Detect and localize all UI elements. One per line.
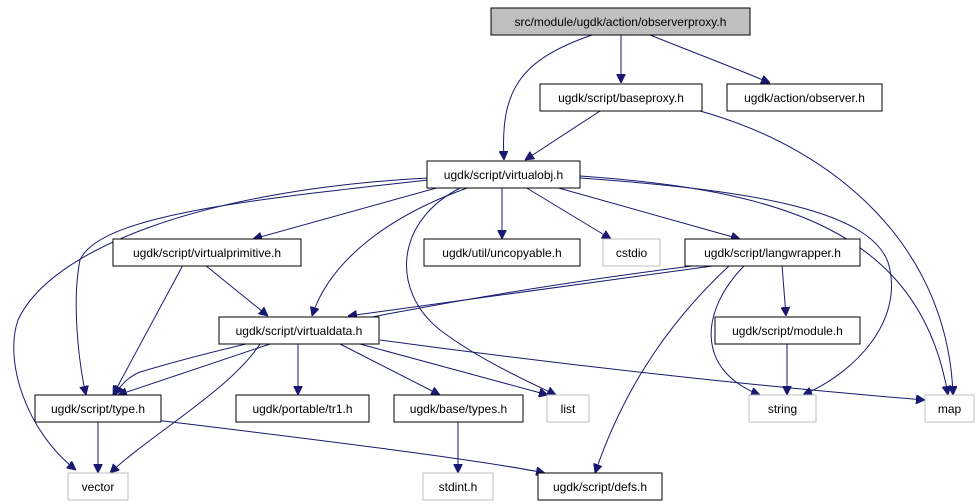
node-virtualprimitive[interactable]: ugdk/script/virtualprimitive.h: [112, 238, 302, 267]
node-label-virtualobj: ugdk/script/virtualobj.h: [444, 168, 563, 182]
edge-langwrapper-defs: [595, 264, 731, 473]
node-label-stdint: stdint.h: [439, 480, 478, 494]
node-cstdio[interactable]: cstdio: [602, 238, 661, 267]
node-label-langwrapper: ugdk/script/langwrapper.h: [704, 246, 841, 260]
node-types[interactable]: ugdk/base/types.h: [393, 394, 524, 423]
node-type[interactable]: ugdk/script/type.h: [34, 394, 162, 423]
node-list[interactable]: list: [546, 394, 590, 423]
edge-langwrapper-type: [115, 264, 701, 395]
edges: [13, 34, 953, 473]
node-label-module: ugdk/script/module.h: [732, 324, 843, 338]
edge-type-defs: [154, 419, 545, 473]
node-label-virtualprimitive: ugdk/script/virtualprimitive.h: [133, 246, 281, 260]
edge-virtualobj-type: [75, 179, 429, 395]
edge-virtualobj-langwrapper: [554, 186, 740, 239]
node-langwrapper[interactable]: ugdk/script/langwrapper.h: [684, 238, 861, 267]
edge-virtualdata-vector: [110, 343, 261, 473]
node-label-vector: vector: [82, 480, 115, 494]
node-string[interactable]: string: [748, 394, 817, 423]
node-module[interactable]: ugdk/script/module.h: [714, 316, 861, 345]
node-label-map: map: [938, 402, 962, 416]
edge-virtualdata-map: [379, 339, 925, 400]
edge-virtualdata-list: [359, 343, 548, 395]
node-label-virtualdata: ugdk/script/virtualdata.h: [236, 324, 363, 338]
node-label-list: list: [561, 402, 576, 416]
node-virtualdata[interactable]: ugdk/script/virtualdata.h: [218, 316, 380, 345]
node-label-defs: ugdk/script/defs.h: [553, 480, 647, 494]
edge-virtualprimitive-virtualdata: [204, 264, 268, 316]
edge-baseproxy-virtualobj: [525, 110, 601, 160]
node-virtualobj[interactable]: ugdk/script/virtualobj.h: [426, 160, 581, 189]
node-label-cstdio: cstdio: [616, 246, 648, 260]
edge-langwrapper-virtualdata: [348, 264, 721, 316]
nodes: src/module/ugdk/action/observerproxy.h u…: [34, 7, 975, 501]
node-tr1[interactable]: ugdk/portable/tr1.h: [235, 394, 370, 423]
edge-langwrapper-string: [710, 264, 760, 395]
edge-langwrapper-module: [782, 264, 786, 316]
edge-virtualobj-list: [406, 186, 556, 395]
node-map[interactable]: map: [924, 394, 975, 423]
edge-virtualobj-string: [579, 177, 892, 395]
node-label-type: ugdk/script/type.h: [51, 402, 145, 416]
edge-virtualprimitive-type: [113, 264, 184, 395]
edge-observerproxy-observer: [649, 34, 770, 83]
edge-virtualobj-virtualprimitive: [253, 186, 441, 239]
node-stdint[interactable]: stdint.h: [422, 472, 494, 501]
node-observerproxy[interactable]: src/module/ugdk/action/observerproxy.h: [490, 7, 751, 36]
node-label-observerproxy: src/module/ugdk/action/observerproxy.h: [515, 15, 727, 29]
node-vector[interactable]: vector: [67, 472, 129, 501]
node-label-baseproxy: ugdk/script/baseproxy.h: [558, 91, 684, 105]
node-label-tr1: ugdk/portable/tr1.h: [252, 402, 352, 416]
node-label-observer: ugdk/action/observer.h: [744, 91, 865, 105]
node-label-types: ugdk/base/types.h: [410, 402, 507, 416]
edge-baseproxy-map: [699, 110, 953, 395]
node-label-string: string: [768, 402, 797, 416]
node-observer[interactable]: ugdk/action/observer.h: [726, 83, 883, 112]
edge-virtualobj-vector: [13, 177, 429, 470]
edge-virtualobj-virtualdata: [312, 186, 471, 316]
edge-observerproxy-virtualobj: [504, 34, 593, 160]
node-label-uncopyable: ugdk/util/uncopyable.h: [442, 246, 561, 260]
edge-virtualobj-map: [579, 175, 948, 395]
node-defs[interactable]: ugdk/script/defs.h: [537, 472, 663, 501]
node-baseproxy[interactable]: ugdk/script/baseproxy.h: [539, 83, 703, 112]
edge-virtualobj-cstdio: [524, 186, 611, 239]
node-uncopyable[interactable]: ugdk/util/uncopyable.h: [423, 238, 581, 267]
edge-virtualdata-type: [118, 343, 271, 395]
edge-virtualdata-types: [339, 343, 440, 395]
